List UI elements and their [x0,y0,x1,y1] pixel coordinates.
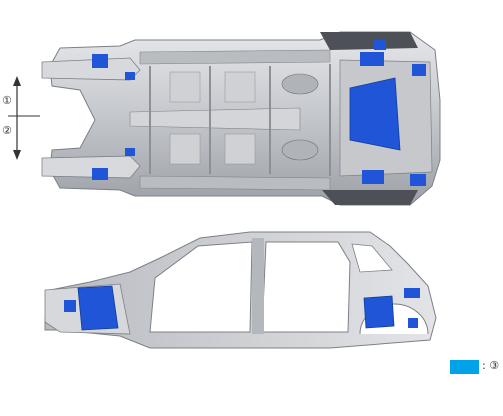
floor-bead-right [281,139,319,161]
right-sill [139,175,331,191]
left-sill [139,49,331,65]
rear-door-opening [261,241,351,333]
highlight-front-apron [77,285,119,331]
highlight-rear-quarter [363,295,395,329]
highlight-rear-side [374,40,386,50]
highlight-rear-corner-lower [410,174,426,186]
highlight-rear-pillar [404,288,420,298]
underbody-top-view [41,31,441,206]
floor-panel-d [224,133,256,165]
front-rail-lower [41,155,141,179]
callout-2-label: ② [2,124,12,137]
highlight-front-rail-tip [64,300,76,312]
front-door-opening [149,241,253,333]
quarter-window [351,243,393,273]
legend-text: : ③ [482,359,499,372]
highlight-rear-lower-bracket [362,170,384,184]
highlight-rail-clip-upper [125,72,135,80]
legend-highlight-swatch [450,360,479,374]
double-headed-vertical-arrow-icon [8,76,40,160]
highlight-rear-lower [408,318,418,328]
floor-panel-c [224,71,256,103]
center-tunnel [129,107,301,131]
body-side-view [44,231,437,349]
floor-bead-left [281,73,319,95]
legend-label: ③ [489,359,500,372]
rear-wheelhouse-left [320,32,418,50]
highlight-rail-clip-lower [125,148,135,156]
b-pillar [252,238,264,334]
highlight-rear-crossmember [349,77,401,151]
highlight-rear-upper-bracket [360,52,384,66]
floor-panel-b [169,133,201,165]
legend-separator: : [482,359,486,372]
highlight-front-bracket-upper [92,54,108,68]
highlight-rear-corner-upper [412,64,426,76]
highlight-front-bracket-lower [92,168,108,180]
callout-1-label: ① [2,94,12,107]
floor-panel-a [169,71,201,103]
rear-wheelhouse-right [322,190,418,205]
